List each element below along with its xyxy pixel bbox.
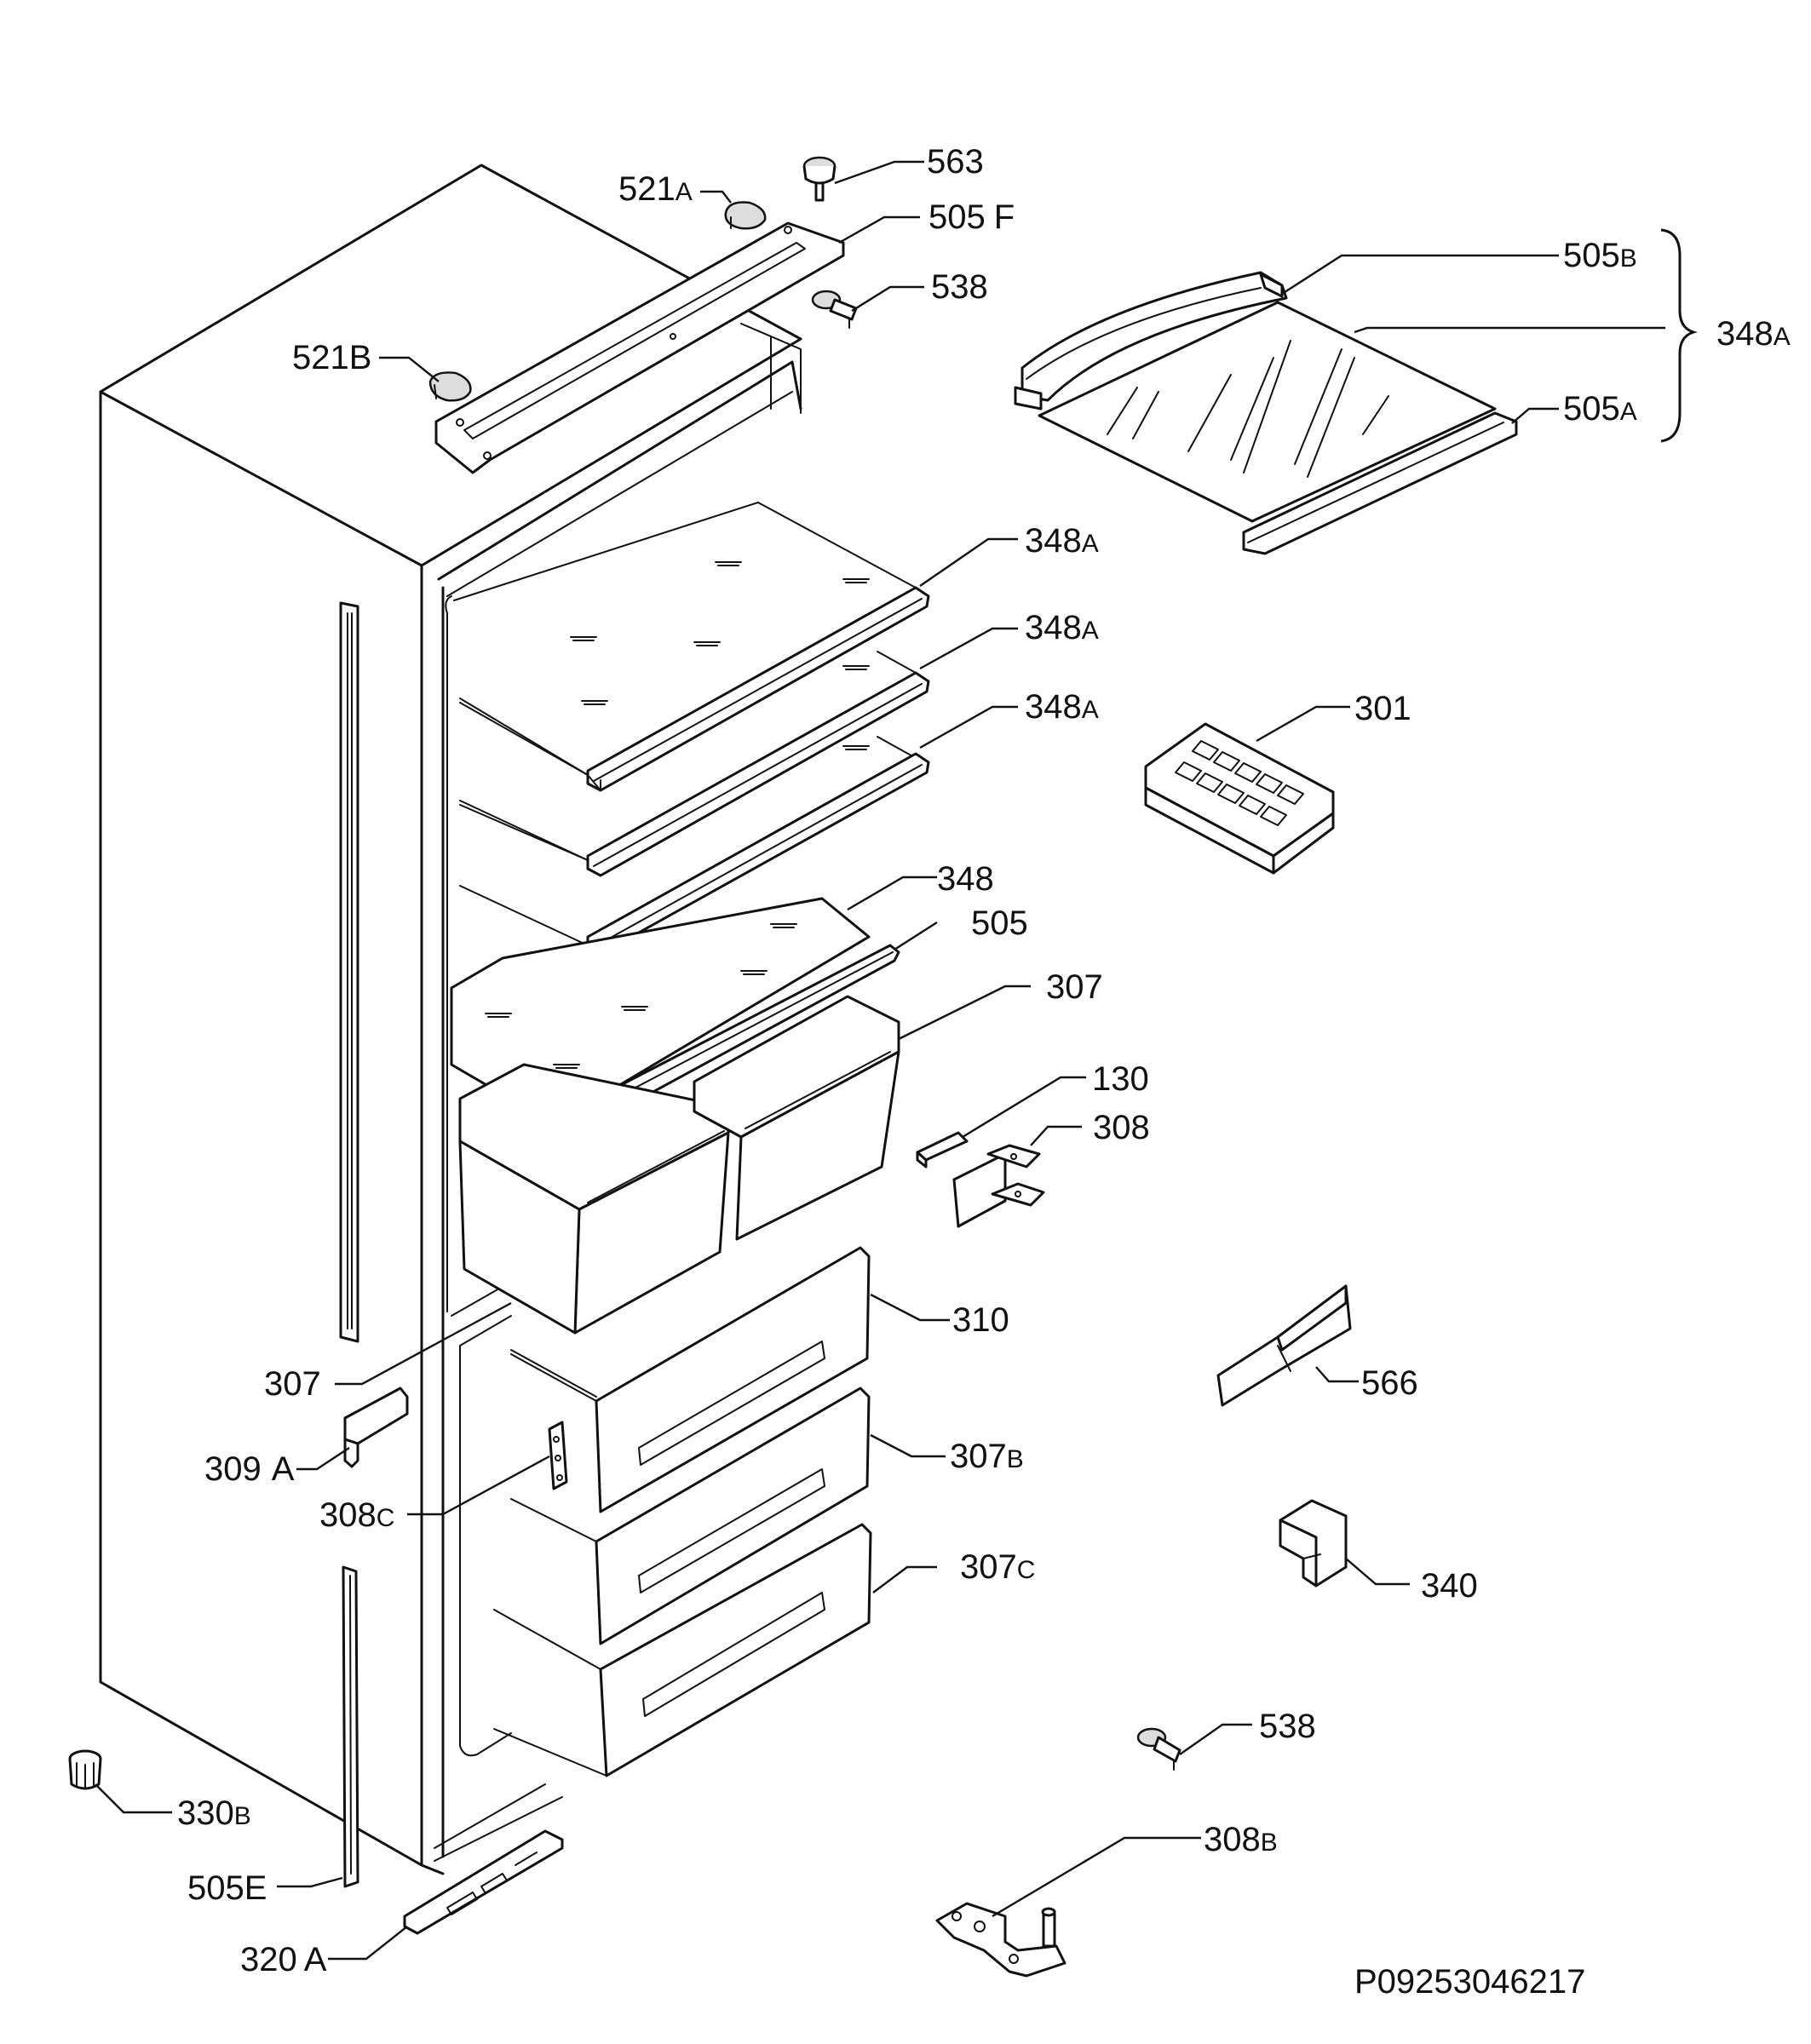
callout-538-top: 538 [931,268,988,306]
leveling-foot-330b [68,1749,102,1790]
callout-307c: 307C [960,1548,1035,1586]
clip-340 [1279,1499,1348,1588]
document-code: P09253046217 [1354,1963,1585,2001]
door-stop-309a [343,1387,409,1468]
hinge-pin-538-bottom [1136,1727,1181,1771]
top-hinge-plate [434,221,845,474]
callout-521b: 521B [292,339,371,376]
callout-130: 130 [1092,1060,1149,1098]
screw-563 [802,156,837,202]
callout-348a-1: 348A [1025,522,1099,560]
callout-307: 307 [1046,968,1103,1006]
callout-308c: 308C [319,1496,394,1534]
callout-348a-3: 348A [1025,688,1099,726]
glass-shelf-assembly-348a [1014,271,1518,555]
freezer-drawer-307b [510,1387,871,1645]
glass-shelf-2 [459,651,930,877]
callout-301: 301 [1354,690,1411,727]
callout-340: 340 [1421,1567,1478,1605]
bracket-308c [548,1421,568,1490]
callout-307b: 307B [950,1438,1024,1475]
hinge-pin-538-top [811,290,858,329]
ice-tray-301 [1144,722,1335,875]
callout-310: 310 [952,1301,1009,1339]
hinge-cover-521a [724,201,767,230]
freezer-drawer-310 [510,1246,871,1513]
cabinet-body [99,164,802,1875]
crisper-drawer-right [693,995,900,1241]
callout-505: 505 [971,904,1028,942]
clip-130 [916,1131,969,1168]
callout-505b: 505B [1563,237,1637,274]
callout-566: 566 [1361,1364,1418,1402]
callout-505a: 505A [1563,390,1637,428]
bottom-hinge-308b [935,1902,1066,1978]
callout-521a: 521A [618,170,693,208]
leader-lines [95,160,1665,1961]
hinge-cover-521b [428,371,472,402]
callout-308b: 308B [1204,1821,1278,1858]
bracket-308 [952,1144,1045,1228]
hinge-bracket-320a [403,1829,564,1935]
callout-307-left: 307 [264,1365,321,1403]
door-gasket-strip [339,601,359,1888]
callout-348: 348 [937,860,994,898]
glass-shelf-1 [453,502,930,792]
bottle-retainer-566 [1216,1284,1352,1407]
callout-308: 308 [1093,1109,1150,1146]
callout-505e: 505E [187,1869,267,1907]
group-brace [1660,228,1699,443]
callout-348a-group: 348A [1716,315,1791,353]
callout-330b: 330B [177,1794,251,1832]
crisper-drawer-left [458,1063,730,1335]
glass-shelf-3 [459,736,930,956]
freezer-drawer-307c [493,1523,872,1777]
callout-563: 563 [927,143,984,181]
callout-348a-2: 348A [1025,609,1099,646]
callout-538-bottom: 538 [1259,1708,1316,1745]
